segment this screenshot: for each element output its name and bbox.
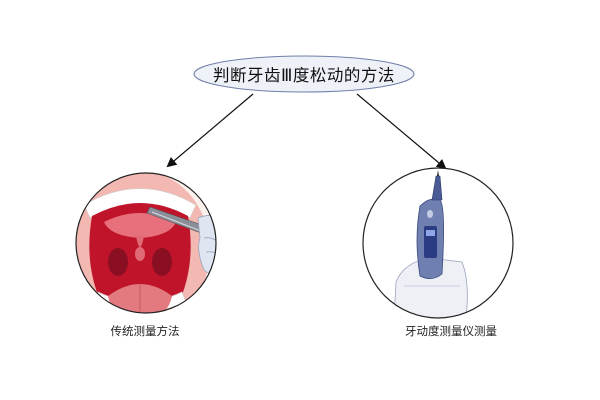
node-label-device: 牙动度测量仪测量 [405, 324, 497, 338]
tooth-mobility-meter-icon [362, 167, 514, 319]
title-node: 判断牙齿Ⅲ度松动的方法 [193, 56, 415, 92]
arrow-left [166, 93, 254, 168]
title-ellipse [193, 55, 415, 93]
node-label-traditional: 传统测量方法 [110, 324, 180, 338]
mouth-with-tweezers-icon [75, 172, 217, 314]
arrow-right [356, 93, 447, 170]
diagram-title: 判断牙齿Ⅲ度松动的方法 [213, 66, 395, 85]
